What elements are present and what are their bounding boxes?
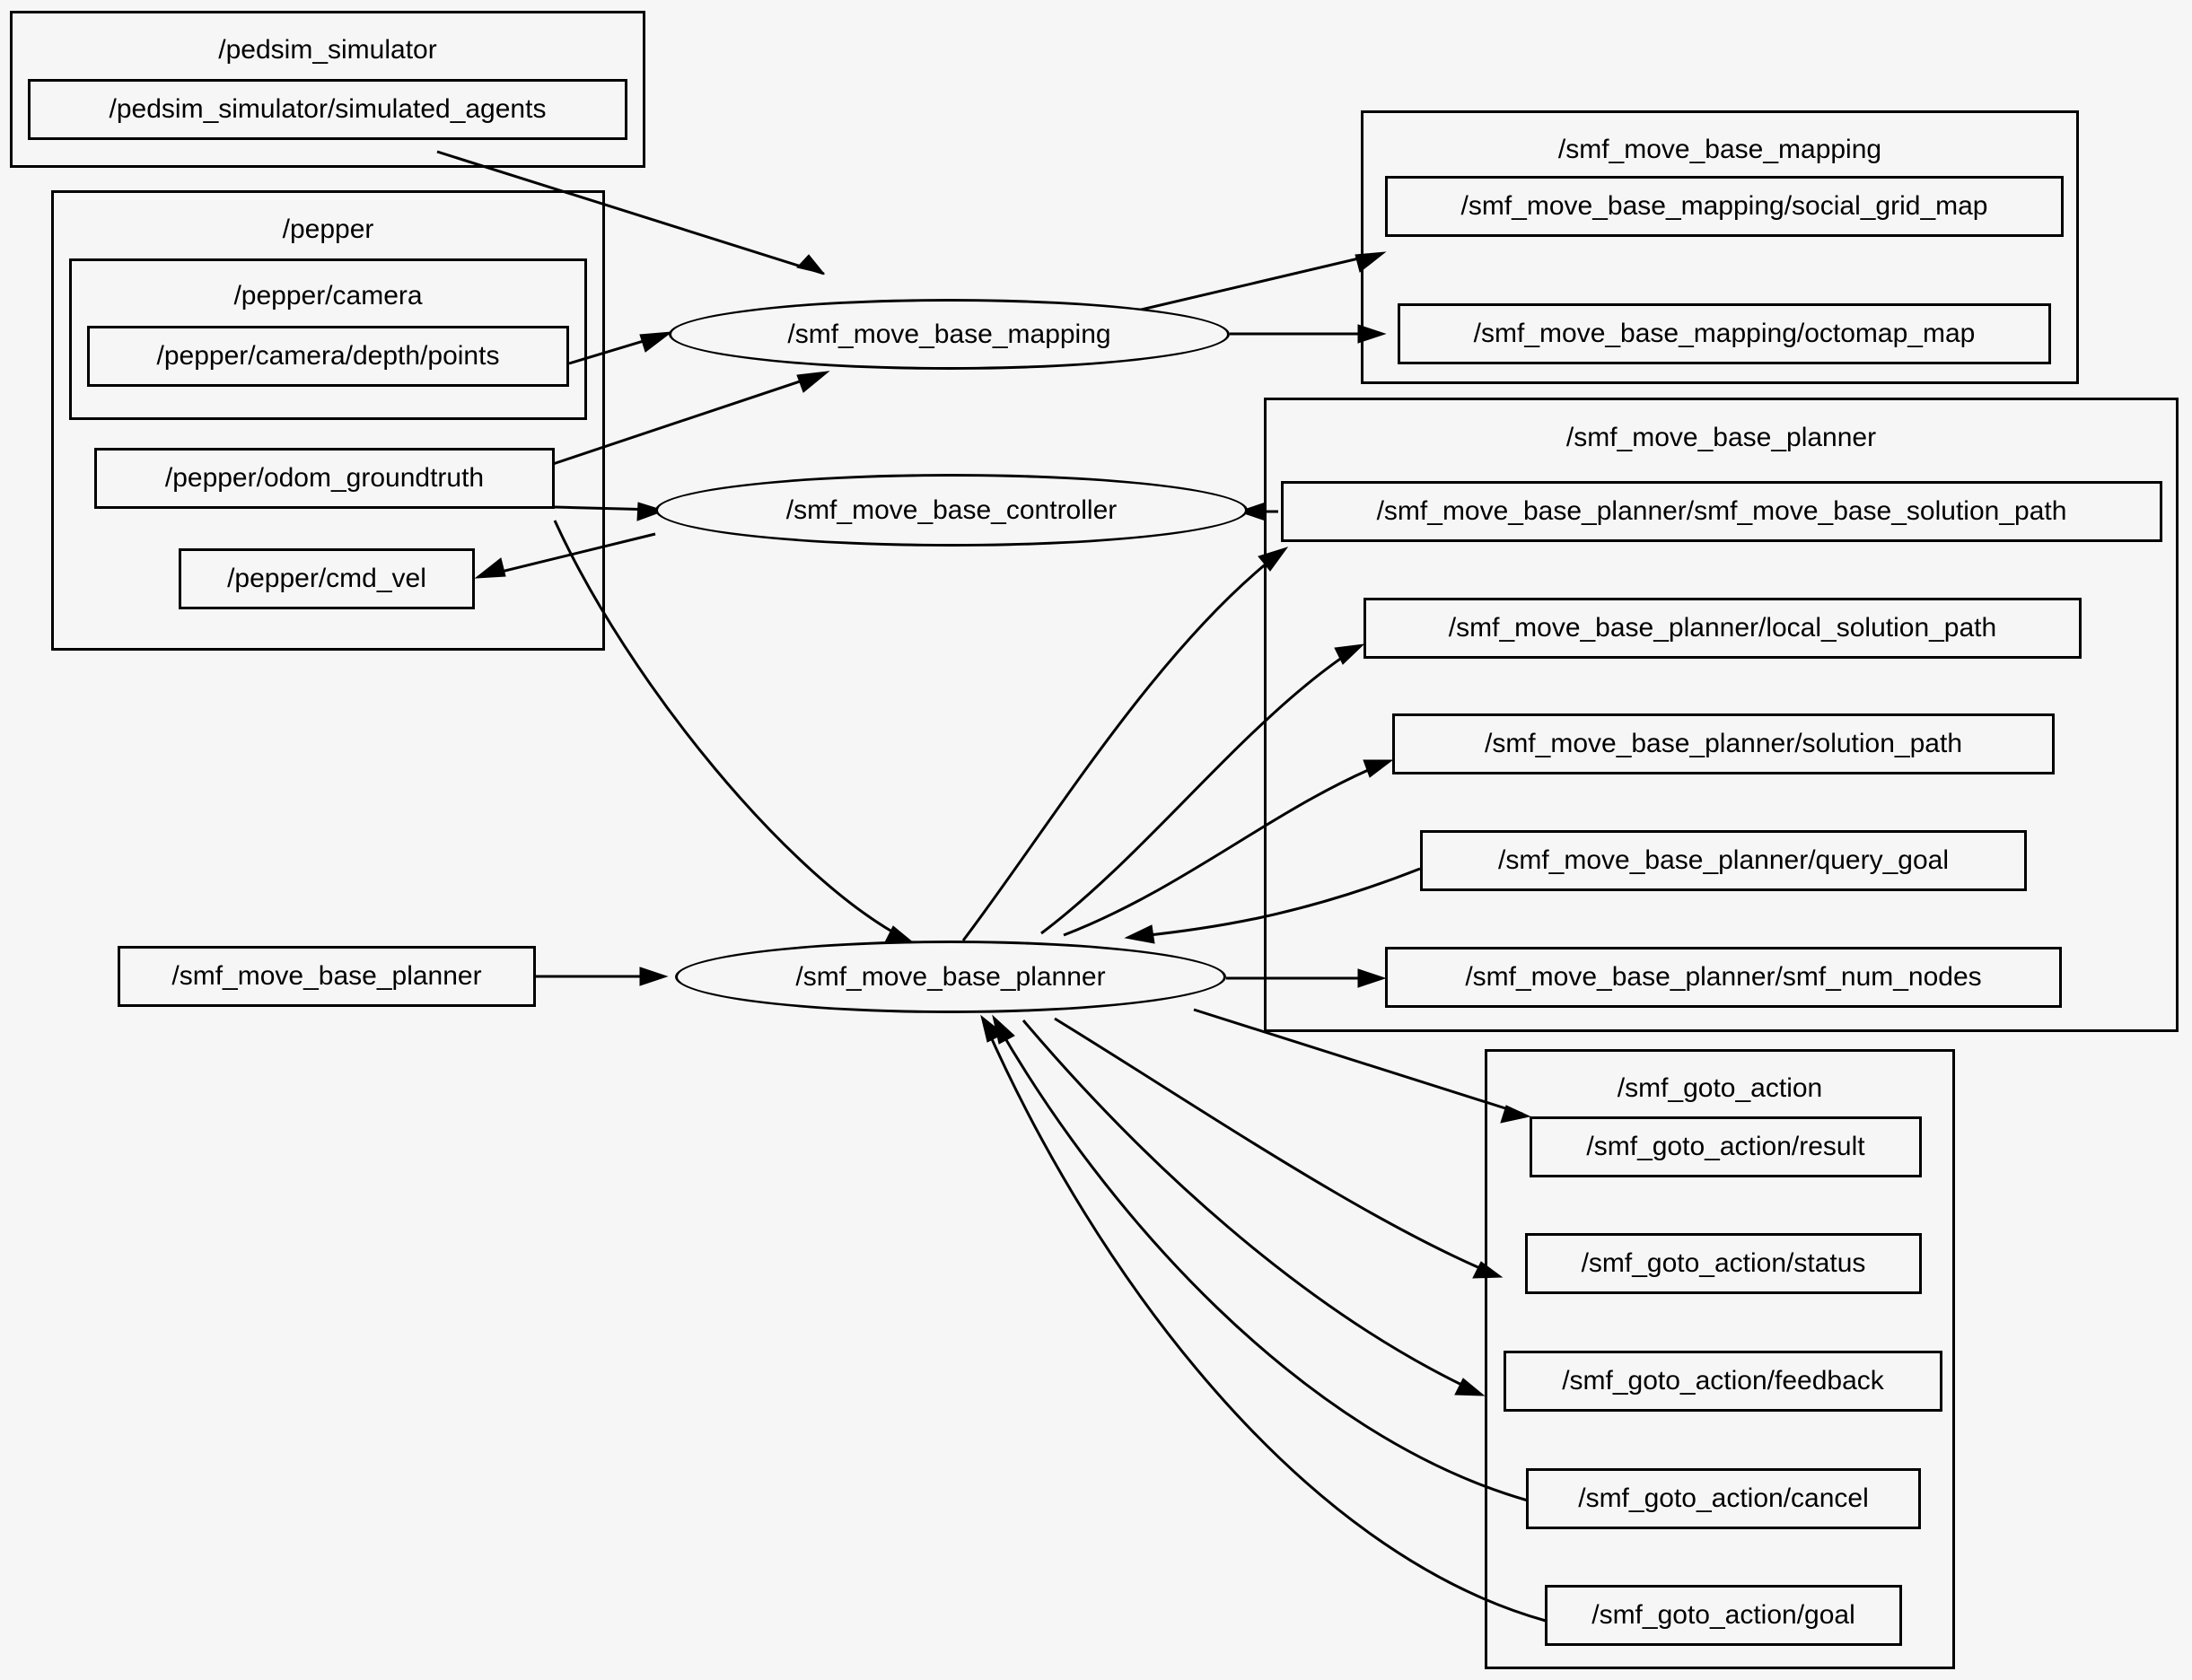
topic-goto-action-status[interactable]: /smf_goto_action/status [1525,1233,1922,1294]
edge-planner-to-goto-feedback [1021,1019,1486,1396]
cluster-label-pepper-camera: /pepper/camera [233,281,423,311]
cluster-label-pepper: /pepper [282,214,374,244]
topic-octomap-map[interactable]: /smf_move_base_mapping/octomap_map [1398,303,2051,364]
topic-query-goal[interactable]: /smf_move_base_planner/query_goal [1420,830,2027,891]
edge-goto-cancel-to-planner [992,1014,1529,1502]
cluster-label-smf-move-base-planner: /smf_move_base_planner [1565,423,1877,452]
topic-smf-num-nodes[interactable]: /smf_move_base_planner/smf_num_nodes [1385,947,2062,1008]
cluster-label-smf-goto-action: /smf_goto_action [1617,1073,1823,1103]
topic-solution-path[interactable]: /smf_move_base_planner/solution_path [1392,713,2055,774]
topic-social-grid-map[interactable]: /smf_move_base_mapping/social_grid_map [1385,176,2064,237]
node-smf-move-base-planner[interactable]: /smf_move_base_planner [675,941,1226,1013]
cluster-label-smf-move-base-mapping: /smf_move_base_mapping [1557,135,1882,164]
topic-goto-action-goal[interactable]: /smf_goto_action/goal [1545,1585,1902,1646]
edge-planner-to-smf-solution-path [961,547,1289,941]
edge-goto-goal-to-planner [980,1014,1547,1623]
topic-goto-action-result[interactable]: /smf_goto_action/result [1530,1116,1922,1177]
topic-pepper-odom-groundtruth[interactable]: /pepper/odom_groundtruth [94,448,555,509]
topic-goto-action-cancel[interactable]: /smf_goto_action/cancel [1526,1468,1921,1529]
topic-pedsim-simulated-agents[interactable]: /pedsim_simulator/simulated_agents [28,79,627,140]
cluster-label-pedsim-simulator: /pedsim_simulator [218,35,437,65]
topic-pepper-camera-depth-points[interactable]: /pepper/camera/depth/points [87,326,569,387]
topic-smf-move-base-solution-path[interactable]: /smf_move_base_planner/smf_move_base_sol… [1281,481,2162,542]
edge-planner-to-goto-status [1054,1017,1504,1279]
topic-goto-action-feedback[interactable]: /smf_goto_action/feedback [1504,1351,1942,1412]
edge-planner-topic-to-planner-node [536,967,669,986]
edge-mapping-to-social-grid-map [1133,251,1387,313]
node-smf-move-base-mapping[interactable]: /smf_move_base_mapping [669,299,1230,370]
edge-odom-to-planner [553,520,916,944]
topic-local-solution-path[interactable]: /smf_move_base_planner/local_solution_pa… [1363,598,2082,659]
cluster-smf-move-base-mapping: /smf_move_base_mapping [1361,110,2079,384]
cluster-pedsim-simulator: /pedsim_simulator [10,11,645,168]
topic-pepper-cmd-vel[interactable]: /pepper/cmd_vel [179,548,475,609]
topic-smf-move-base-planner-standalone[interactable]: /smf_move_base_planner [118,946,536,1007]
node-smf-move-base-controller[interactable]: /smf_move_base_controller [655,474,1248,547]
